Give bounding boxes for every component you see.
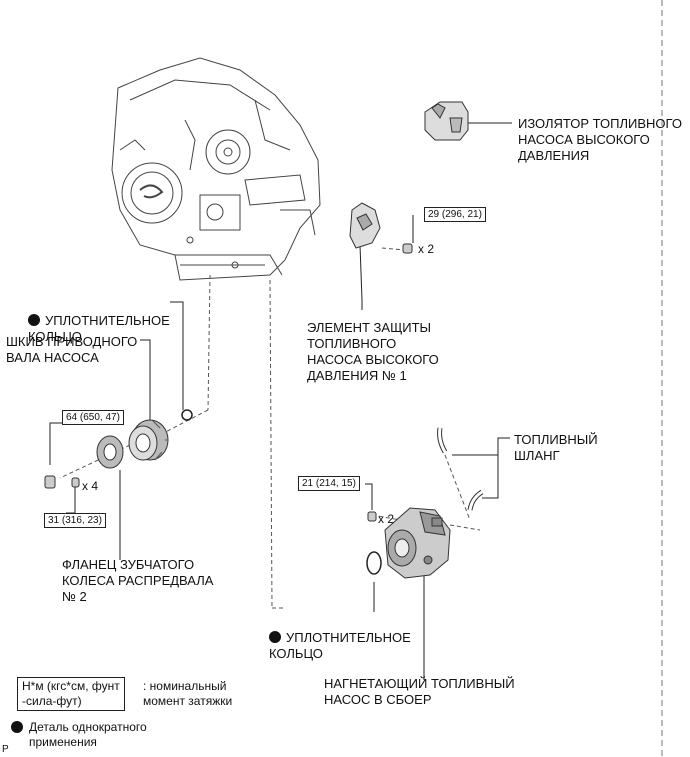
leader-lines (49, 122, 512, 680)
isolator-illustration (424, 101, 469, 141)
engine-illustration (111, 57, 321, 281)
o-ring-bottom-label: УПЛОТНИТЕЛЬНОЕ КОЛЬЦО (269, 614, 411, 662)
quantity-bolt-29: x 2 (418, 242, 435, 256)
flange-label: ФЛАНЕЦ ЗУБЧАТОГО КОЛЕСА РАСПРЕДВАЛА № 2 (62, 557, 214, 604)
pump-illustration (384, 507, 451, 579)
legend-torque-unit: Н*м (кгс*см, фунт -сила-фут) (17, 677, 125, 711)
quantity-bolt-21: x 2 (378, 512, 395, 526)
isolator-label: ИЗОЛЯТОР ТОПЛИВНОГО НАСОСА ВЫСОКОГО ДАВЛ… (518, 116, 682, 163)
torque-spec-21: 21 (214, 15) (298, 476, 360, 491)
torque-spec-29: 29 (296, 21) (424, 207, 486, 222)
bolt-21-illustration (367, 511, 377, 522)
pulley-illustration (128, 419, 169, 461)
pump-label: НАГНЕТАЮЩИЙ ТОПЛИВНЫЙ НАСОС В СБОЕР (324, 676, 515, 707)
torque-spec-64: 64 (650, 47) (62, 410, 124, 425)
bolt-31-illustration (71, 477, 80, 488)
bolt-29-illustration (402, 243, 413, 254)
o-ring-top-label: УПЛОТНИТЕЛЬНОЕ КОЛЬЦО (28, 297, 170, 345)
bolt-64-illustration (44, 475, 56, 489)
o-ring-top-text: УПЛОТНИТЕЛЬНОЕ КОЛЬЦО (28, 313, 170, 344)
protector-illustration (349, 202, 381, 249)
non-reusable-dot-icon (11, 721, 23, 733)
non-reusable-dot-icon (269, 631, 281, 643)
fuel-hose-label: ТОПЛИВНЫЙ ШЛАНГ (514, 432, 598, 463)
flange-illustration (96, 435, 124, 469)
protector-label: ЭЛЕМЕНТ ЗАЩИТЫ ТОПЛИВНОГО НАСОСА ВЫСОКОГ… (307, 320, 439, 383)
legend-non-reusable-text: Деталь однократного применения (29, 720, 147, 749)
pulley-label: ШКИВ ПРИВОДНОГО ВАЛА НАСОСА (6, 334, 138, 365)
non-reusable-dot-icon (28, 314, 40, 326)
o-ring-bottom-illustration (366, 551, 382, 575)
fuel-hose-illustration (437, 427, 484, 511)
legend-torque-description: : номинальный момент затяжки (143, 679, 233, 708)
o-ring-bottom-text: УПЛОТНИТЕЛЬНОЕ КОЛЬЦО (269, 630, 411, 661)
quantity-bolt-31: x 4 (82, 479, 99, 493)
torque-spec-31: 31 (316, 23) (44, 513, 106, 528)
page-code: P (2, 744, 9, 755)
alignment-lines (59, 247, 481, 609)
o-ring-top-illustration (181, 409, 193, 421)
